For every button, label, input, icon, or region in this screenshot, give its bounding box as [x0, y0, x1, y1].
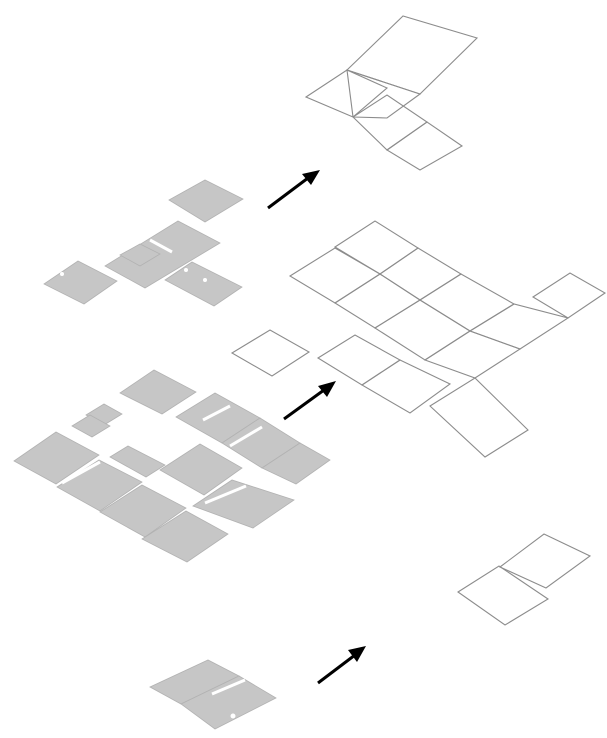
arrow-middle	[284, 381, 336, 419]
arrow-up-right-icon	[318, 381, 336, 397]
outline-tile	[375, 300, 470, 360]
outline-tile	[500, 534, 590, 588]
solid-tile	[120, 370, 196, 414]
tile-hole	[231, 714, 236, 719]
tile-hole	[60, 272, 64, 276]
outline-tile	[232, 330, 309, 376]
tile-hole	[184, 268, 188, 272]
outline-tile	[347, 70, 420, 118]
top-solid-group	[44, 180, 243, 306]
outline-tile	[420, 274, 514, 331]
top-outline-group	[306, 16, 477, 170]
tile-hole	[203, 278, 207, 282]
middle-outline-group	[232, 221, 605, 457]
arrow-shaft	[268, 178, 308, 208]
outline-tile	[335, 221, 418, 274]
arrow-bottom	[318, 646, 366, 683]
arrow-shaft	[318, 655, 355, 683]
outline-tile	[353, 95, 427, 150]
outline-tile	[458, 566, 548, 625]
solid-tile	[44, 261, 117, 304]
outline-tile	[306, 70, 387, 117]
arrow-shaft	[284, 390, 324, 419]
outline-tile	[470, 304, 568, 349]
outline-tile	[430, 378, 528, 457]
outline-tile	[290, 248, 380, 303]
arrow-top	[268, 170, 320, 208]
arrow-up-right-icon	[302, 170, 320, 185]
bottom-outline-group	[458, 534, 590, 625]
bottom-solid-group	[150, 660, 276, 729]
outline-tile	[387, 122, 462, 170]
outline-tile	[347, 16, 477, 94]
outline-tile	[425, 331, 520, 378]
outline-tile	[318, 335, 400, 385]
outline-tile	[362, 360, 450, 413]
solid-tile	[169, 180, 243, 222]
outline-tile	[335, 274, 420, 328]
middle-solid-group	[14, 370, 330, 562]
outline-tile	[380, 248, 461, 300]
